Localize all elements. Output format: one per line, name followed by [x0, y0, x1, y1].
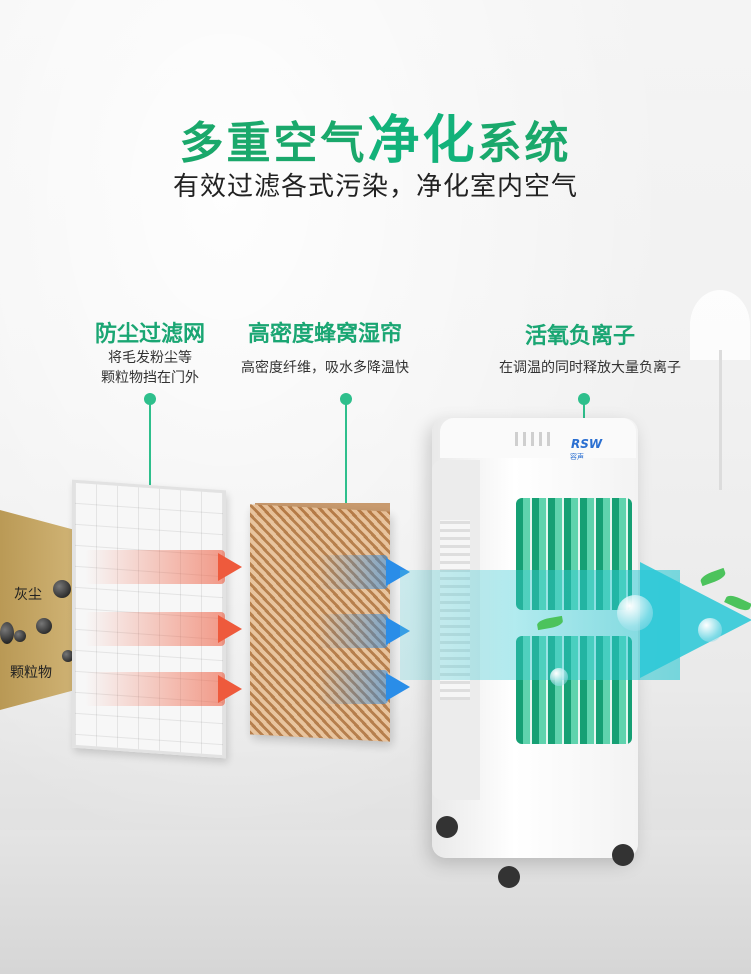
- feature-filter-desc-1: 将毛发粉尘等: [108, 350, 192, 366]
- background-lamp: [690, 290, 750, 360]
- big-cyan-arrow-icon: [640, 562, 751, 678]
- feature-filter-dot: [144, 393, 156, 405]
- red-arrow-icon: [218, 615, 242, 643]
- red-flow-band: [85, 612, 225, 646]
- dust-particle-icon: [62, 650, 74, 662]
- dust-particle-icon: [0, 622, 14, 644]
- page-title: 多重空气净化系统: [0, 98, 751, 173]
- title-part-1: 多重空气: [179, 118, 368, 169]
- feature-anion-dot: [578, 393, 590, 405]
- feature-pad-desc: 高密度纤维，吸水多降温快: [241, 360, 409, 376]
- red-arrow-icon: [218, 553, 242, 581]
- background-lamp-pole: [719, 350, 722, 490]
- feature-anion-desc: 在调温的同时释放大量负离子: [499, 360, 681, 376]
- bubble-icon: [617, 595, 653, 631]
- brand-logo-sub: 容声: [570, 453, 584, 461]
- page-subtitle: 有效过滤各式污染，净化室内空气: [172, 172, 578, 202]
- control-panel: [515, 432, 555, 446]
- title-part-3: 系统: [477, 118, 572, 169]
- red-flow-band: [85, 550, 225, 584]
- bubble-icon: [550, 668, 568, 686]
- feature-filter-title: 防尘过滤网: [94, 322, 205, 347]
- particle-label: 颗粒物: [10, 665, 52, 681]
- wheel: [498, 866, 520, 888]
- feature-pad-dot: [340, 393, 352, 405]
- feature-filter-desc-2: 颗粒物挡在门外: [101, 370, 199, 386]
- blue-flow-band: [318, 614, 388, 648]
- title-part-2: 净化: [367, 111, 478, 171]
- dust-particle-icon: [53, 580, 71, 598]
- brand-logo: RSW: [571, 437, 603, 451]
- wheel: [436, 816, 458, 838]
- bubble-icon: [698, 618, 722, 642]
- dust-particle-icon: [36, 618, 52, 634]
- blue-flow-band: [318, 670, 388, 704]
- red-flow-band: [85, 672, 225, 706]
- background-floor: [0, 830, 751, 974]
- dust-particle-icon: [14, 630, 26, 642]
- feature-pad-stem: [345, 400, 347, 515]
- feature-anion-title: 活氧负离子: [524, 324, 635, 349]
- wheel: [612, 844, 634, 866]
- dust-label: 灰尘: [14, 587, 42, 603]
- blue-flow-band: [318, 555, 388, 589]
- red-arrow-icon: [218, 675, 242, 703]
- feature-filter-stem: [149, 400, 151, 510]
- feature-pad-title: 高密度蜂窝湿帘: [247, 322, 402, 347]
